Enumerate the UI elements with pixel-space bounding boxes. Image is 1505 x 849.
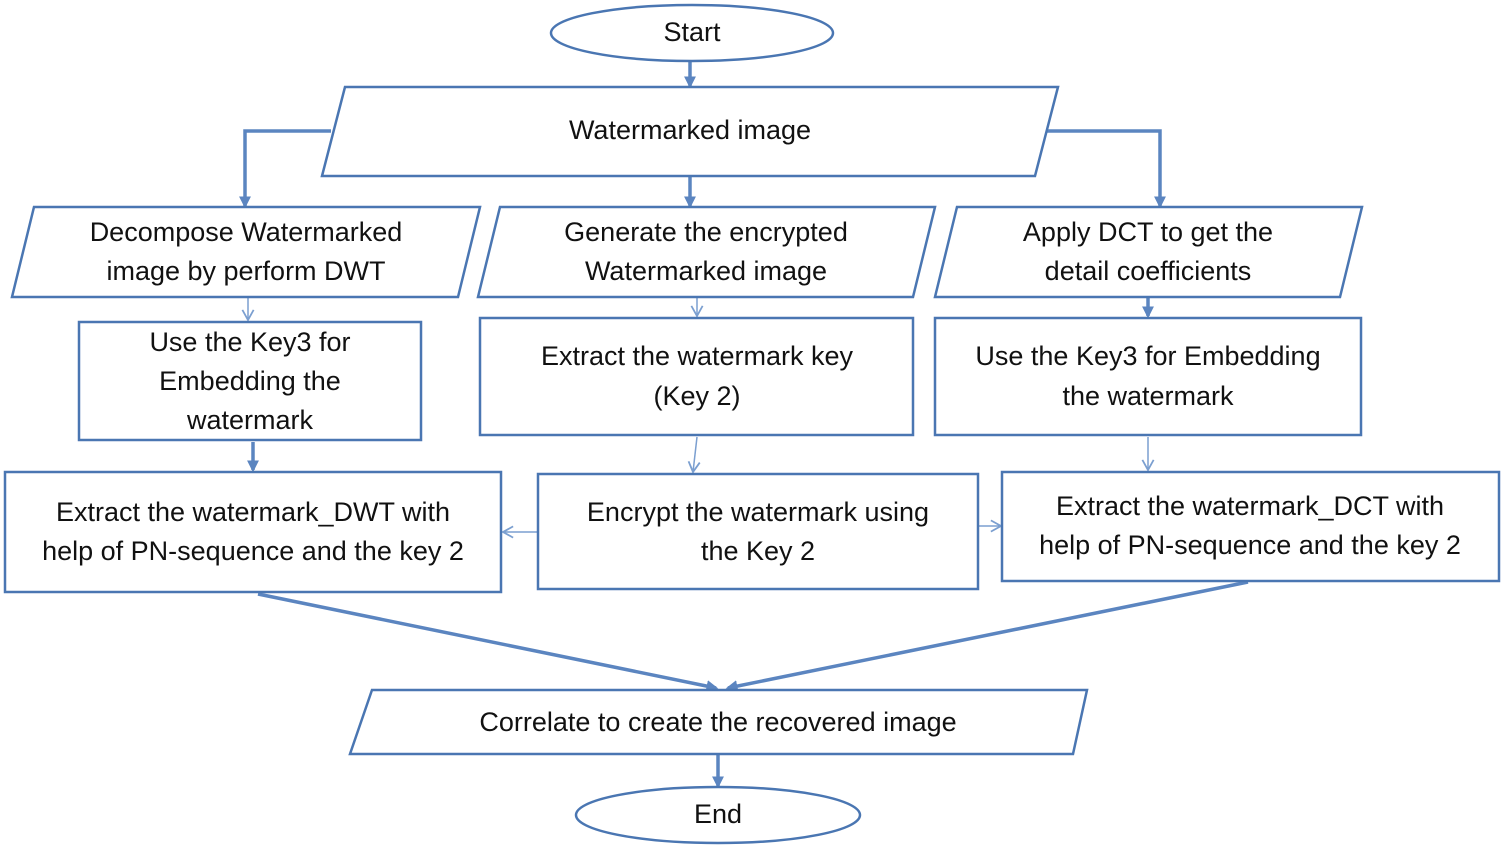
use-key3-left-label-line1: Use the Key3 for [149,327,350,357]
start-label: Start [663,17,721,47]
extract-dwt-label-line1: Extract the watermark_DWT with [56,497,450,527]
generate-encrypted-node [476,205,937,299]
decompose-node [10,205,482,299]
arrow-extract-dct-to-correlate [725,580,1249,692]
extract-key-label-line2: (Key 2) [653,381,740,411]
apply-dct-node [933,205,1364,299]
use-key3-right-label-line1: Use the Key3 for Embedding [975,341,1320,371]
encrypt-label-line2: the Key 2 [701,536,815,566]
apply-dct-label-line1: Apply DCT to get the [1023,217,1273,247]
extract-dct-label-line2: help of PN-sequence and the key 2 [1039,530,1461,560]
end-label: End [694,799,742,829]
start-terminal [549,3,835,63]
generate-encrypted-label-line1: Generate the encrypted [564,217,848,247]
extract-dwt-label-line2: help of PN-sequence and the key 2 [42,536,464,566]
extract-dwt-node [3,470,503,594]
labels: Start Watermarked image Decompose Waterm… [42,17,1461,829]
apply-dct-label-line2: detail coefficients [1045,256,1252,286]
decompose-label-line1: Decompose Watermarked [90,217,403,247]
extract-dct-label-line1: Extract the watermark_DCT with [1056,491,1444,521]
arrow-extract-dwt-to-correlate [257,592,719,692]
arrow-watermarked-to-decompose [239,129,331,209]
correlate-label: Correlate to create the recovered image [479,707,956,737]
watermarked-image-node [320,85,1060,178]
encrypt-label-line1: Encrypt the watermark using [587,497,929,527]
use-key3-left-label-line2: Embedding the [159,366,341,396]
extract-dct-node [1000,470,1501,583]
connectors [239,62,1249,789]
extract-key-node [478,316,915,437]
use-key3-right-node [933,316,1363,437]
encrypt-node [536,472,980,591]
use-key3-left-label-line3: watermark [186,405,314,435]
decompose-label-line2: image by perform DWT [106,256,385,286]
correlate-node [348,688,1089,756]
shapes [3,3,1501,845]
watermarked-image-label: Watermarked image [569,115,811,145]
end-terminal [574,785,862,845]
arrow-extract-key-to-encrypt [687,436,701,474]
generate-encrypted-label-line2: Watermarked image [585,256,827,286]
use-key3-right-label-line2: the watermark [1062,381,1234,411]
use-key3-left-node [77,320,423,442]
extract-key-label-line1: Extract the watermark key [541,341,854,371]
arrow-watermarked-to-apply-dct [1047,129,1166,209]
